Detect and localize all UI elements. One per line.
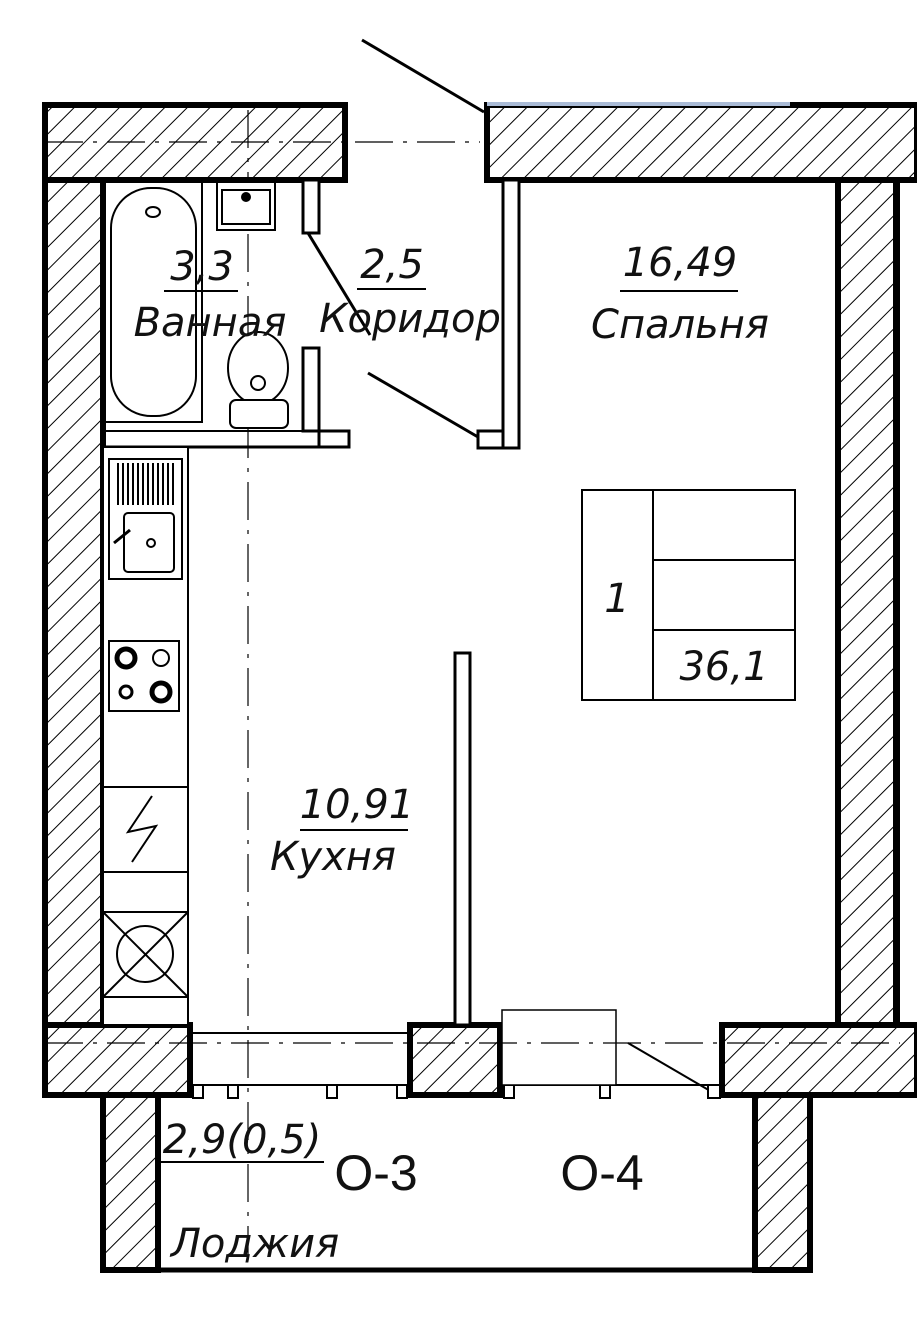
left-wall	[42, 177, 106, 1028]
bottom-right-wall	[719, 1022, 917, 1098]
walls	[42, 102, 917, 1273]
axis-right-label: О-4	[560, 1145, 643, 1201]
kitchen-name: Кухня	[270, 834, 396, 880]
top-right-wall	[484, 102, 917, 183]
bathroom-name: Ванная	[134, 300, 287, 346]
bottom-middle-pier	[407, 1022, 503, 1098]
corridor-name: Коридор	[319, 296, 501, 342]
axis-marks: О-3 О-4	[334, 1145, 643, 1201]
right-wall	[835, 177, 899, 1028]
bathroom-area: 3,3	[170, 244, 234, 290]
bath-partition-bottom	[301, 346, 321, 433]
rooms-count: 1	[604, 576, 629, 622]
entrance-door-leaf[interactable]	[361, 38, 485, 114]
apartment-legend: 1 36,1	[581, 489, 796, 701]
axis-left-label: О-3	[334, 1145, 417, 1201]
bottom-left-wall	[42, 1022, 193, 1098]
electric-icon	[102, 786, 189, 873]
room-labels: 3,3 Ванная 2,5 Коридор 16,49 Спальня 10,…	[134, 240, 769, 1267]
loggia-name: Лоджия	[169, 1221, 339, 1267]
corridor-wall-stub	[476, 429, 505, 450]
total-area: 36,1	[679, 644, 768, 690]
stove-icon	[108, 640, 180, 712]
balcony-door-leaf[interactable]	[627, 1042, 713, 1093]
corridor-bedroom-wall	[501, 178, 521, 450]
kitchen-area: 10,91	[300, 782, 415, 828]
bathtub-icon	[104, 181, 203, 423]
bedroom-area: 16,49	[623, 240, 738, 286]
toilet-icon	[227, 331, 289, 429]
bath-partition-top	[301, 178, 321, 235]
corridor-area: 2,5	[360, 242, 424, 288]
loggia-right-wall	[752, 1092, 813, 1273]
ventilation-icon	[102, 911, 189, 998]
axis-lines	[45, 110, 900, 1260]
bottom-openings	[190, 1009, 722, 1099]
corridor-door-leaf[interactable]	[367, 371, 479, 439]
loggia-left-wall	[100, 1092, 161, 1273]
sink-icon	[216, 181, 276, 231]
kitchen-bedroom-partition	[453, 651, 472, 1027]
bedroom-name: Спальня	[591, 302, 769, 348]
loggia-area: 2,9(0,5)	[163, 1117, 321, 1163]
balcony-door[interactable]	[501, 1009, 617, 1086]
bathroom-door-leaf[interactable]	[306, 232, 372, 336]
bath-wall-stub	[317, 429, 351, 449]
doors	[306, 38, 713, 1093]
kitchen-sink-icon	[108, 458, 183, 580]
